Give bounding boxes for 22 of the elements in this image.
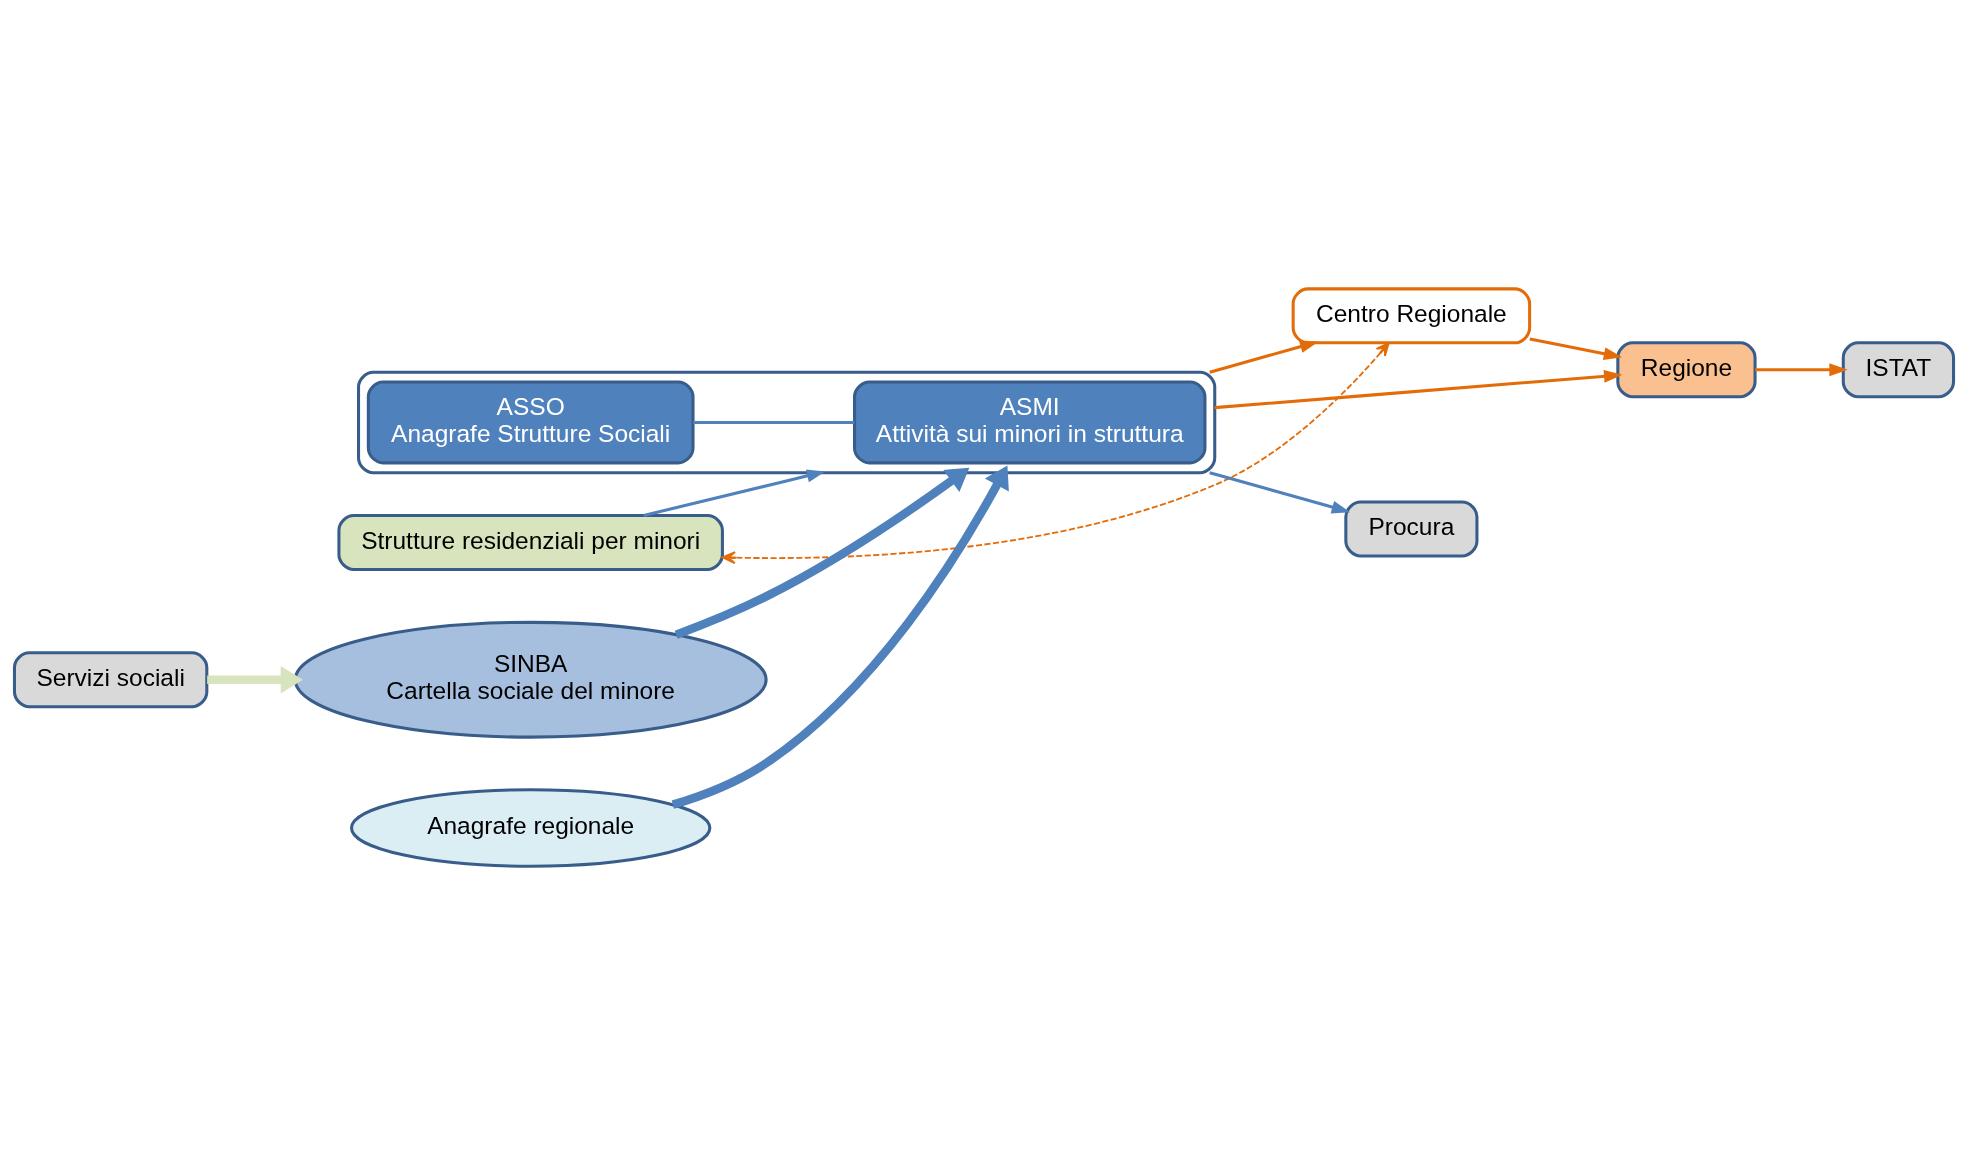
node-box: ASMI Attività sui minori in struttura: [853, 380, 1207, 465]
arrow: [1755, 363, 1848, 377]
arrow: [721, 342, 1390, 565]
arrow: [671, 465, 1009, 809]
arrow: [1209, 340, 1319, 374]
node-box: Strutture residenziali per minori: [337, 514, 724, 571]
node-ellipse: Anagrafe regionale: [349, 788, 712, 868]
connector: [693, 420, 855, 424]
arrow: [1214, 369, 1623, 410]
node-ellipse: SINBA Cartella sociale del minore: [293, 620, 768, 739]
cluster: [357, 370, 1217, 475]
arrow: [207, 666, 303, 694]
arrow: [643, 469, 826, 517]
node-box: ASSO Anagrafe Strutture Sociali: [366, 380, 695, 465]
arrow: [1529, 337, 1623, 361]
node-box: Servizi sociali: [12, 651, 209, 709]
node-box: Regione: [1616, 341, 1757, 399]
arrow: [1209, 471, 1351, 514]
arrow: [674, 467, 970, 639]
node-box: Centro Regionale: [1291, 287, 1532, 345]
node-box: Procura: [1344, 500, 1479, 558]
node-box: ISTAT: [1841, 341, 1956, 399]
